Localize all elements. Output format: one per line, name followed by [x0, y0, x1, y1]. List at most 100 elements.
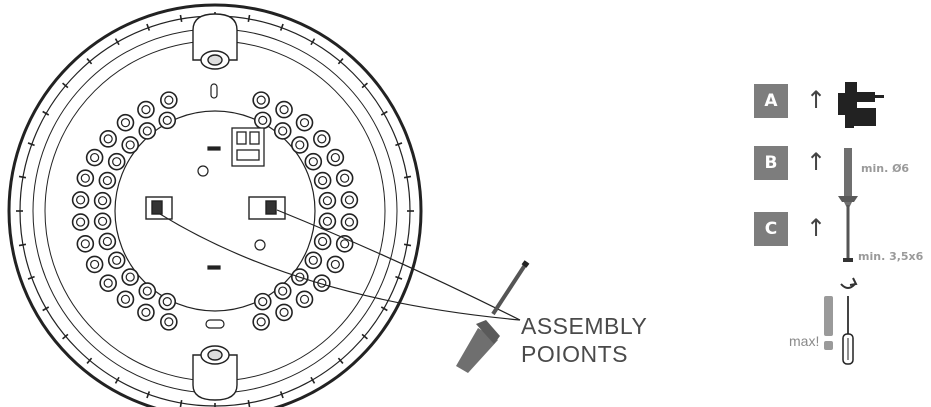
led-module: [253, 111, 272, 130]
led-module: [275, 100, 293, 119]
led-module: [295, 113, 314, 132]
ring-tick: [247, 399, 251, 407]
led-module: [252, 91, 270, 109]
ring-tick: [114, 38, 120, 46]
step-b-arrow: ↑: [806, 148, 827, 176]
ring-tick: [310, 376, 316, 384]
led-module: [121, 268, 139, 286]
led-module: [138, 122, 157, 140]
ring-ticks: [16, 12, 414, 407]
ring-tick: [18, 175, 27, 179]
led-module: [99, 130, 117, 148]
terminal-block: [231, 127, 265, 167]
led-module: [304, 152, 323, 171]
ring-tick: [86, 58, 93, 65]
assembly-slot-right: [248, 196, 286, 220]
led-module: [160, 313, 178, 331]
led-module: [252, 313, 270, 331]
leader-lines: [159, 209, 521, 321]
ring-tick: [27, 142, 35, 147]
led-module: [335, 169, 354, 187]
led-module: [340, 191, 359, 209]
led-module: [253, 292, 272, 311]
led-module: [85, 148, 104, 167]
ring-tick: [279, 391, 284, 399]
ring-tick: [395, 275, 403, 280]
bottom-mount-bracket: [192, 345, 238, 401]
assembly-line1: ASSEMBLY: [521, 313, 648, 339]
led-module: [160, 91, 178, 109]
wall-plug-icon: [838, 148, 858, 210]
ring-tick: [337, 357, 344, 364]
ring-tick: [247, 14, 251, 23]
top-mount-bracket: [192, 13, 238, 70]
plate-details: [197, 83, 266, 329]
led-module: [116, 290, 135, 309]
ring-tick: [179, 399, 183, 407]
led-module: [76, 169, 95, 187]
ring-tick: [279, 23, 284, 31]
ring-tick: [86, 357, 93, 364]
led-module: [318, 212, 337, 231]
ring-tick: [114, 376, 120, 384]
led-module: [107, 152, 126, 171]
led-module: [107, 251, 126, 270]
step-c-arrow: ↑: [806, 214, 827, 242]
ring-tick: [361, 82, 368, 89]
ring-tick: [403, 175, 412, 179]
led-module: [326, 255, 345, 274]
step-b-badge: B: [754, 146, 788, 180]
inner-plate: [114, 110, 316, 312]
led-module: [137, 303, 155, 322]
led-module: [76, 235, 95, 253]
max-torque-label: max!: [789, 333, 820, 349]
assembly-points-label: ASSEMBLY POIONTS: [521, 312, 647, 368]
led-module: [93, 191, 112, 210]
led-module: [318, 191, 337, 210]
led-module: [273, 122, 292, 140]
ring-tick: [380, 306, 388, 312]
led-module: [121, 136, 139, 154]
step-c-badge: C: [754, 212, 788, 246]
ring-tick: [361, 333, 368, 340]
led-module: [138, 282, 157, 300]
ring-tick: [380, 110, 388, 116]
led-module: [313, 232, 332, 251]
ring-tick: [62, 82, 69, 89]
ring-tick: [337, 58, 344, 65]
led-module: [98, 171, 117, 190]
assembly-line2: POIONTS: [521, 341, 629, 367]
screw-and-plug: [456, 260, 530, 373]
led-module: [93, 212, 112, 231]
ring-tick: [395, 142, 403, 147]
screw-icon: [843, 205, 853, 262]
rotate-arrow-icon: [840, 277, 858, 289]
led-module: [98, 232, 117, 251]
led-module: [326, 148, 345, 167]
ring-tick: [310, 38, 316, 46]
ring-tick: [146, 23, 151, 31]
led-module: [275, 303, 293, 322]
led-module: [71, 191, 90, 209]
screwdriver-icon: [842, 296, 854, 365]
led-module: [313, 171, 332, 190]
led-module: [99, 274, 117, 292]
led-module: [137, 100, 155, 119]
ring-tick: [403, 243, 412, 247]
ring-tick: [146, 391, 151, 399]
step-a-arrow: ↑: [806, 86, 827, 114]
led-module: [71, 213, 90, 231]
ring-tick: [27, 275, 35, 280]
assembly-slot-left: [145, 196, 173, 220]
led-ring: [71, 91, 359, 331]
ring-tick: [18, 243, 27, 247]
led-module: [85, 255, 104, 274]
led-module: [158, 111, 177, 130]
led-module: [313, 274, 331, 292]
led-module: [295, 290, 314, 309]
ring-tick: [42, 306, 50, 312]
step-b-spec: min. Ø6: [861, 162, 910, 175]
led-module: [116, 113, 135, 132]
drill-icon: [838, 82, 884, 128]
